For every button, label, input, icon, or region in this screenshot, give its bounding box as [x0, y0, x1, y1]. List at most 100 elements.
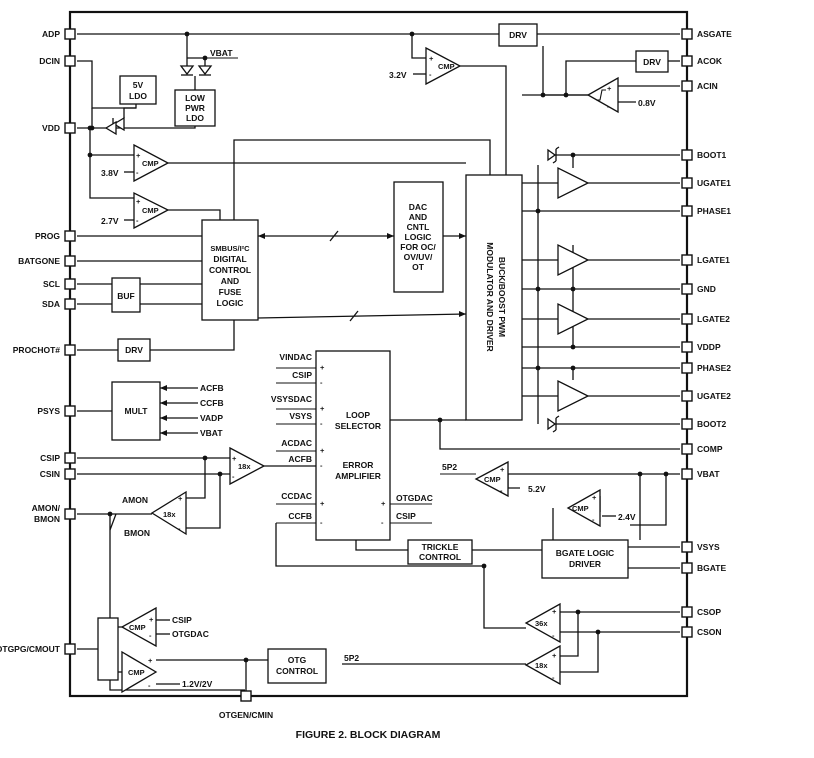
pin-amon-bmon — [64, 508, 76, 520]
pin-label-vbat: VBAT — [697, 469, 720, 479]
pin-label-batgone: BATGONE — [18, 256, 60, 266]
loop-input-signs: + - + - + - + - + - — [320, 363, 386, 527]
error-amp-label-1: ERROR — [343, 460, 374, 470]
pin-label-csop: CSOP — [697, 607, 721, 617]
label-otgdac-cmp: OTGDAC — [172, 629, 209, 639]
svg-text:-: - — [500, 486, 503, 495]
pin-label-dcin: DCIN — [39, 56, 60, 66]
cmp-otg-top-label: CMP — [129, 623, 146, 632]
label-vbat-top: VBAT — [210, 48, 233, 58]
drv-asgate-block — [498, 23, 538, 47]
bgate-label-1: BGATE LOGIC — [556, 548, 614, 558]
cmp-vdd-27-label: CMP — [142, 206, 159, 215]
label-3-2v: 3.2V — [389, 70, 407, 80]
label-csip-err: CSIP — [396, 511, 416, 521]
pwm-label-2: MODULATOR AND DRIVER — [485, 242, 495, 351]
pin-vddp — [681, 341, 693, 353]
svg-text:-: - — [232, 472, 235, 481]
svg-text:-: - — [429, 70, 432, 79]
buf-block — [111, 277, 141, 313]
pin-label-vsys: VSYS — [697, 542, 720, 552]
label-acfb: ACFB — [200, 383, 224, 393]
bgate-logic-block — [541, 539, 629, 579]
label-vadp: VADP — [200, 413, 223, 423]
pin-boot2 — [681, 418, 693, 430]
pin-gnd — [681, 283, 693, 295]
pin-label-comp: COMP — [697, 444, 723, 454]
pin-label-sda: SDA — [42, 299, 60, 309]
pin-ugate2 — [681, 390, 693, 402]
svg-text:-: - — [607, 102, 610, 111]
diode-icon — [104, 65, 213, 136]
csop-36x-amp — [524, 602, 561, 644]
dac-label-6: OV/UV/ — [404, 252, 433, 262]
pin-label-lgate2: LGATE2 — [697, 314, 730, 324]
pin-label-psys: PSYS — [37, 406, 60, 416]
pin-label-gnd: GND — [697, 284, 716, 294]
drv-acok-block — [635, 50, 669, 73]
cmp-vdd-27-amp — [133, 191, 170, 230]
svg-text:+: + — [592, 493, 597, 502]
cmp-vbat-label: CMP — [484, 475, 501, 484]
pin-boot1 — [681, 149, 693, 161]
cmp-vbat-amp — [474, 460, 509, 498]
pin-label-otgen-cmin: OTGEN/CMIN — [219, 710, 273, 720]
pin-phase2 — [681, 362, 693, 374]
pin-adp — [64, 28, 76, 40]
pin-acok — [681, 55, 693, 67]
smbus-label-2: DIGITAL — [213, 254, 246, 264]
boot-diode-icon — [547, 146, 560, 433]
loop-selector-block — [315, 350, 391, 541]
cmp-otg-top-amp — [120, 606, 157, 648]
dac-label-4: LOGIC — [405, 232, 432, 242]
mult-block — [111, 381, 161, 441]
svg-text:-: - — [320, 378, 323, 387]
pin-csop — [681, 606, 693, 618]
svg-text:+: + — [320, 446, 325, 455]
pin-dcin — [64, 55, 76, 67]
svg-text:-: - — [136, 168, 139, 177]
pin-label-vdd: VDD — [42, 123, 60, 133]
wiring — [77, 33, 680, 696]
label-ccfb-loop: CCFB — [288, 511, 312, 521]
pwm-modulator-block — [465, 174, 523, 421]
pin-otgpg-cmout — [64, 643, 76, 655]
pin-scl — [64, 278, 76, 290]
cson-18x-amp — [524, 644, 561, 686]
label-ccfb: CCFB — [200, 398, 224, 408]
smbus-label-6: LOGIC — [217, 298, 244, 308]
label-5-2v: 5.2V — [528, 484, 546, 494]
csop-36x-label: 36x — [535, 619, 548, 628]
drv-asgate-label: DRV — [509, 30, 527, 40]
cmp-vdd-38-amp — [133, 143, 170, 183]
svg-text:+: + — [381, 499, 386, 508]
ldo-5v-label-2: LDO — [129, 91, 147, 101]
drv-prochot-block — [117, 338, 151, 362]
label-vindac: VINDAC — [279, 352, 312, 362]
dac-label-3: CNTL — [407, 222, 430, 232]
pin-label-bgate: BGATE — [697, 563, 726, 573]
junction-dots — [87, 31, 669, 663]
svg-text:+: + — [552, 607, 557, 616]
svg-text:+: + — [136, 151, 141, 160]
pin-label-phase1: PHASE1 — [697, 206, 731, 216]
ldo-5v-label-1: 5V — [133, 80, 144, 90]
svg-text:+: + — [607, 84, 612, 93]
loop-label-2: SELECTOR — [335, 421, 381, 431]
pin-batgone — [64, 255, 76, 267]
pin-label-acok: ACOK — [697, 56, 723, 66]
amon-18x-amp — [150, 490, 187, 536]
label-2-7v: 2.7V — [101, 216, 119, 226]
label-acfb-loop: ACFB — [288, 454, 312, 464]
left-pins: ADP DCIN VDD PROG BATGONE SCL SDA PROCHO… — [0, 28, 76, 655]
pin-csin — [64, 468, 76, 480]
pin-vdd — [64, 122, 76, 134]
dac-label-2: AND — [409, 212, 427, 222]
svg-text:+: + — [320, 363, 325, 372]
figure-caption: FIGURE 2. BLOCK DIAGRAM — [296, 729, 441, 741]
ugate2-driver — [557, 379, 590, 413]
lgate2-driver — [557, 302, 590, 336]
svg-text:+: + — [149, 615, 154, 624]
right-pins: ASGATE ACOK ACIN BOOT1 UGATE1 PHASE1 LGA… — [681, 28, 732, 638]
